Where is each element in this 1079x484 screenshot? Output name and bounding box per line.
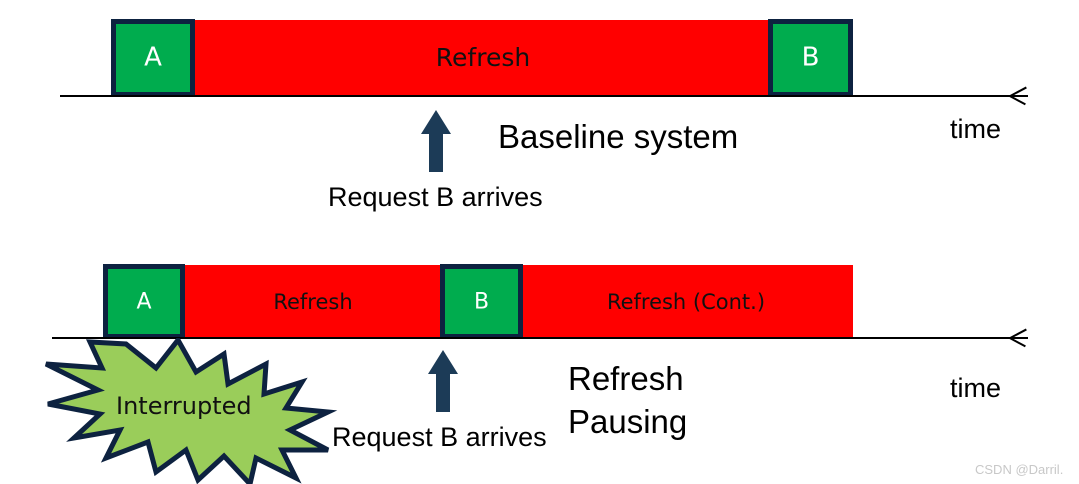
request-box-b-pausing-label: B bbox=[473, 288, 490, 314]
request-arrival-label-baseline: Request B arrives bbox=[328, 182, 543, 212]
timeline-axis-pausing bbox=[52, 337, 1028, 339]
timeline-axis-baseline bbox=[60, 95, 1028, 97]
watermark-text: CSDN @Darril. bbox=[975, 462, 1064, 477]
request-box-b-baseline: B bbox=[768, 19, 853, 97]
request-box-b-label: B bbox=[801, 42, 820, 73]
refresh-bar-pausing-first: Refresh bbox=[182, 265, 444, 338]
caption-refresh-pausing-line1: Refresh bbox=[568, 360, 684, 397]
request-arrival-arrow-pausing bbox=[428, 350, 458, 412]
interrupted-label: Interrupted bbox=[116, 392, 252, 420]
request-arrival-label-pausing: Request B arrives bbox=[332, 422, 547, 452]
request-box-a-pausing: A bbox=[103, 264, 185, 339]
caption-refresh-pausing-line2: Pausing bbox=[568, 402, 688, 440]
caption-refresh-pausing: Refresh Pausing bbox=[568, 358, 687, 444]
request-box-a-baseline: A bbox=[111, 19, 195, 97]
request-box-b-pausing: B bbox=[440, 264, 523, 339]
caption-baseline-system: Baseline system bbox=[498, 118, 739, 155]
axis-label-time-baseline: time bbox=[950, 114, 1002, 144]
refresh-bar-cont-label: Refresh (Cont.) bbox=[606, 289, 766, 314]
refresh-bar-label: Refresh bbox=[435, 42, 531, 72]
refresh-bar-pausing-cont: Refresh (Cont.) bbox=[519, 265, 853, 338]
refresh-bar-baseline: Refresh bbox=[190, 20, 776, 96]
request-box-a-pausing-label: A bbox=[136, 288, 152, 314]
request-box-a-label: A bbox=[144, 42, 162, 73]
request-arrival-arrow-baseline bbox=[421, 110, 451, 172]
refresh-bar-first-label: Refresh bbox=[273, 289, 353, 314]
axis-label-time-pausing: time bbox=[950, 373, 1002, 403]
interrupted-starburst bbox=[44, 338, 338, 484]
